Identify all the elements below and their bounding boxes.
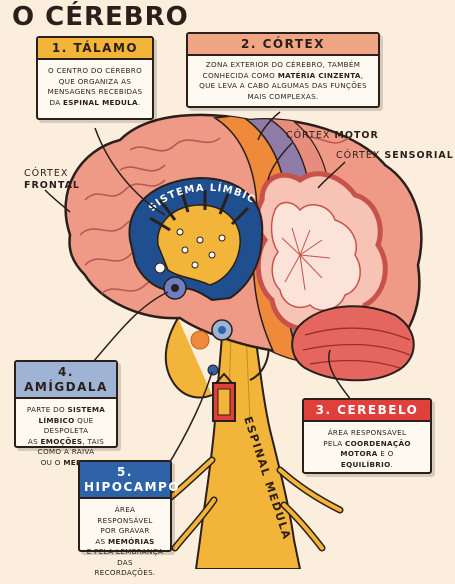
hipocampo-line4: E PELA LEMBRANÇA: [86, 547, 164, 556]
cortex-line4: MAIS COMPLEXAS.: [247, 91, 319, 101]
hipocampo-line2: POR GRAVAR: [100, 526, 150, 535]
amigdala-line3-post: , TAIS: [82, 436, 105, 446]
cerebelo-line4-bold: EQUILÍBRIO: [340, 459, 391, 469]
talamo-bold: ESPINAL MEDULA: [63, 97, 138, 107]
cortex-motor-label: CÓRTEX MOTOR: [286, 130, 379, 142]
limbic-system: [128, 176, 264, 302]
amigdala-line4: COMO A RAIVA: [37, 447, 95, 456]
cerebelo-card: 3. CEREBELO ÁREA RESPONSÁVEL PELA COORDE…: [302, 398, 432, 474]
hipocampo-line5: DAS RECORDAÇÕES.: [94, 557, 156, 578]
amygdala-hippocampus: [190, 319, 233, 376]
hipocampo-heading: 5. HIPOCAMPO: [80, 462, 179, 499]
amigdala-line2-post: QUE DESPOLETA: [43, 415, 94, 436]
lantern-icon: [212, 372, 236, 422]
talamo-line: O CENTRO DO CÉREBRO: [47, 66, 143, 75]
cortex-heading: 2. CÓRTEX: [188, 34, 378, 56]
cortex-body: ZONA EXTERIOR DO CÉREBRO, TAMBÉM CONHECI…: [188, 56, 378, 107]
cortex-motor-bold: MOTOR: [334, 130, 379, 141]
hipocampo-card: 5. HIPOCAMPO ÁREA RESPONSÁVEL POR GRAVAR…: [78, 460, 179, 577]
cerebelo-line3-bold: MOTORA: [340, 449, 378, 458]
talamo-body: O CENTRO DO CÉREBRO QUE ORGANIZA AS MENS…: [38, 60, 152, 113]
hipocampo-line3-pre: AS: [95, 536, 108, 546]
cortex-line3: QUE LEVA A CABO ALGUMAS DAS FUNÇÕES: [199, 81, 367, 90]
amigdala-body: PARTE DO SISTEMA LÍMBICO QUE DESPOLETA A…: [16, 399, 116, 473]
cortex-line1: ZONA EXTERIOR DO CÉREBRO, TAMBÉM: [205, 60, 361, 69]
cerebelo-heading: 3. CEREBELO: [304, 400, 430, 422]
cortex-sensorial-label: CÓRTEX SENSORIAL: [336, 150, 454, 162]
cortex-frontal-line2: FRONTAL: [24, 180, 80, 191]
amigdala-line2-bold: LÍMBICO: [38, 415, 75, 425]
amigdala-line1-pre: PARTE DO: [26, 405, 68, 414]
cross-section-fibers: [281, 227, 331, 291]
amigdala-line5-pre: OU O: [40, 457, 64, 467]
talamo-pre: DA: [49, 97, 63, 107]
talamo-heading: 1. TÁLAMO: [38, 38, 152, 60]
cortex-frontal-line1: CÓRTEX: [24, 168, 69, 179]
talamo-line: MENSAGENS RECEBIDAS: [47, 87, 143, 96]
cortex-line2-post: ,: [360, 70, 364, 80]
page-title: O CÉREBRO: [12, 2, 189, 32]
amigdala-line3-bold: EMOÇÕES: [40, 436, 83, 446]
cerebelo-body: ÁREA RESPONSÁVEL PELA COORDENAÇÃO MOTORA…: [304, 422, 430, 475]
cerebelo-line3-post: E O: [377, 449, 394, 458]
cerebelo-line2-bold: COORDENAÇÃO: [345, 438, 411, 448]
amigdala-line3-pre: AS: [27, 436, 41, 446]
hipocampo-line1: ÁREA RESPONSÁVEL: [97, 505, 153, 525]
cortex-line2-bold: MATÉRIA CINZENTA: [277, 70, 361, 80]
talamo-line: QUE ORGANIZA AS: [58, 76, 132, 86]
cortex-sensorial-bold: SENSORIAL: [384, 150, 454, 161]
cortex-card: 2. CÓRTEX ZONA EXTERIOR DO CÉREBRO, TAMB…: [186, 32, 380, 108]
cortex-sensorial-pre: CÓRTEX: [336, 150, 385, 161]
talamo-card: 1. TÁLAMO O CENTRO DO CÉREBRO QUE ORGANI…: [36, 36, 154, 120]
cerebelo-line1: ÁREA RESPONSÁVEL: [327, 428, 407, 437]
amigdala-card: 4. AMÍGDALA PARTE DO SISTEMA LÍMBICO QUE…: [14, 360, 118, 467]
hipocampo-line3-bold: MEMÓRIAS: [107, 536, 155, 546]
amigdala-line1-bold: SISTEMA: [67, 405, 106, 414]
talamo-post: .: [137, 97, 141, 107]
cerebellum: [291, 305, 415, 382]
cortex-frontal-label: CÓRTEX FRONTAL: [24, 168, 80, 192]
cortex-motor-pre: CÓRTEX: [286, 130, 335, 141]
amigdala-heading: 4. AMÍGDALA: [16, 362, 116, 399]
cerebelo-line4-post: .: [390, 459, 394, 469]
hipocampo-body: ÁREA RESPONSÁVEL POR GRAVAR AS MEMÓRIAS …: [80, 499, 170, 584]
cortex-line2-pre: CONHECIDA COMO: [202, 70, 278, 80]
cerebelo-line2-pre: PELA: [323, 438, 345, 448]
amigdala-line5-bold: MEDO: [63, 457, 89, 467]
